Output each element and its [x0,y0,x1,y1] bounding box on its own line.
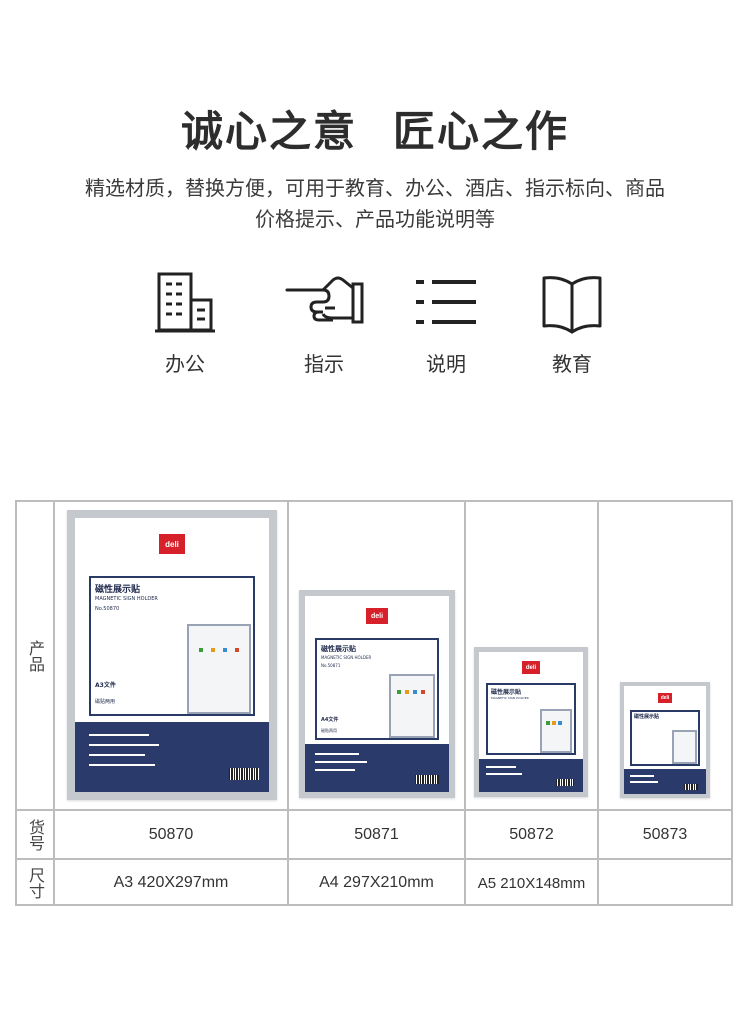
package-frame [89,576,255,716]
product-image-50870: deli 磁性展示贴 MAGNETIC SIGN HOLDER No.50870… [67,510,277,800]
deli-logo: deli [159,534,185,554]
description: 精选材质，替换方便，可用于教育、办公、酒店、指示标向、商品 价格提示、产品功能说… [0,173,750,235]
barcode [229,768,259,780]
size-cell: A3 420X297mm [113,874,229,891]
package-size-label: A3文件 [95,682,116,689]
package-model: No.50871 [321,663,341,668]
office-building-icon [155,272,215,333]
pointing-hand-icon [285,276,364,324]
mini-holder [672,730,697,764]
package-feature: 磁贴两用 [95,699,116,705]
package-title-en: MAGNETIC SIGN HOLDER [321,655,372,660]
size-cell: A4 297X210mm [319,874,434,891]
package-feature: 磁贴两用 [321,728,337,733]
barcode [556,779,574,786]
package-title-en: MAGNETIC SIGN HOLDER [95,596,158,602]
description-line1: 精选材质，替换方便，可用于教育、办公、酒店、指示标向、商品 [85,176,665,200]
list-icon [416,280,476,324]
size-cell [599,860,731,906]
package-size-label: A4文件 [321,717,339,723]
row-header-product-text: 产品 [26,639,45,672]
row-header-size-text: 尺寸 [26,867,45,899]
package-frame [315,638,439,740]
feature-label: 说明 [426,352,466,376]
package-title-cn: 磁性展示贴 [634,714,660,720]
feature-explain: 说明 [386,270,506,377]
headline-part1: 诚心之意 [180,107,357,156]
item-no-cell: 50872 [509,825,554,843]
package-model: No.50870 [95,606,120,612]
row-header-item-no: 货号 [17,811,53,858]
feature-label: 办公 [165,352,205,376]
feature-education: 教育 [512,270,632,377]
package-title-en: MAGNETIC SIGN HOLDER [491,696,529,700]
feature-indicate: 指示 [264,270,384,377]
feature-label: 教育 [552,352,592,376]
mini-holder [187,624,251,714]
package-title-cn: 磁性展示贴 [321,645,356,653]
row-header-product: 产品 [17,502,53,809]
deli-logo: deli [366,608,388,624]
deli-logo: deli [522,661,540,674]
open-book-icon [542,276,602,334]
size-cell: A5 210X148mm [477,874,586,892]
product-image-50873: deli 磁性展示贴 [620,682,710,798]
product-table: 产品 货号 尺寸 deli 磁性展示贴 MAGNETIC SIGN HOLDER… [15,500,733,906]
row-header-item-no-text: 货号 [26,818,45,851]
item-no-cell: 50871 [354,825,399,843]
package-frame [486,683,576,755]
package-title-cn: 磁性展示贴 [491,689,522,696]
deli-logo: deli [658,693,672,703]
row-header-size: 尺寸 [17,860,53,906]
product-image-50871: deli 磁性展示贴 MAGNETIC SIGN HOLDER No.50871… [299,590,455,798]
barcode [684,784,698,790]
description-line2: 价格提示、产品功能说明等 [255,207,495,231]
mini-holder [540,709,572,753]
package-title-cn: 磁性展示贴 [95,585,141,595]
feature-office: 办公 [125,270,245,377]
headline-part2: 匠心之作 [393,107,570,156]
item-no-cell: 50870 [148,825,194,843]
barcode [415,775,439,784]
feature-label: 指示 [304,352,344,376]
product-image-50872: deli 磁性展示贴 MAGNETIC SIGN HOLDER [474,647,588,797]
mini-holder [389,674,435,738]
headline: 诚心之意匠心之作 [0,98,750,159]
item-no-cell: 50873 [642,825,688,843]
feature-row: 办公 指示 说明 教育 [0,270,750,380]
package-frame [630,710,700,766]
